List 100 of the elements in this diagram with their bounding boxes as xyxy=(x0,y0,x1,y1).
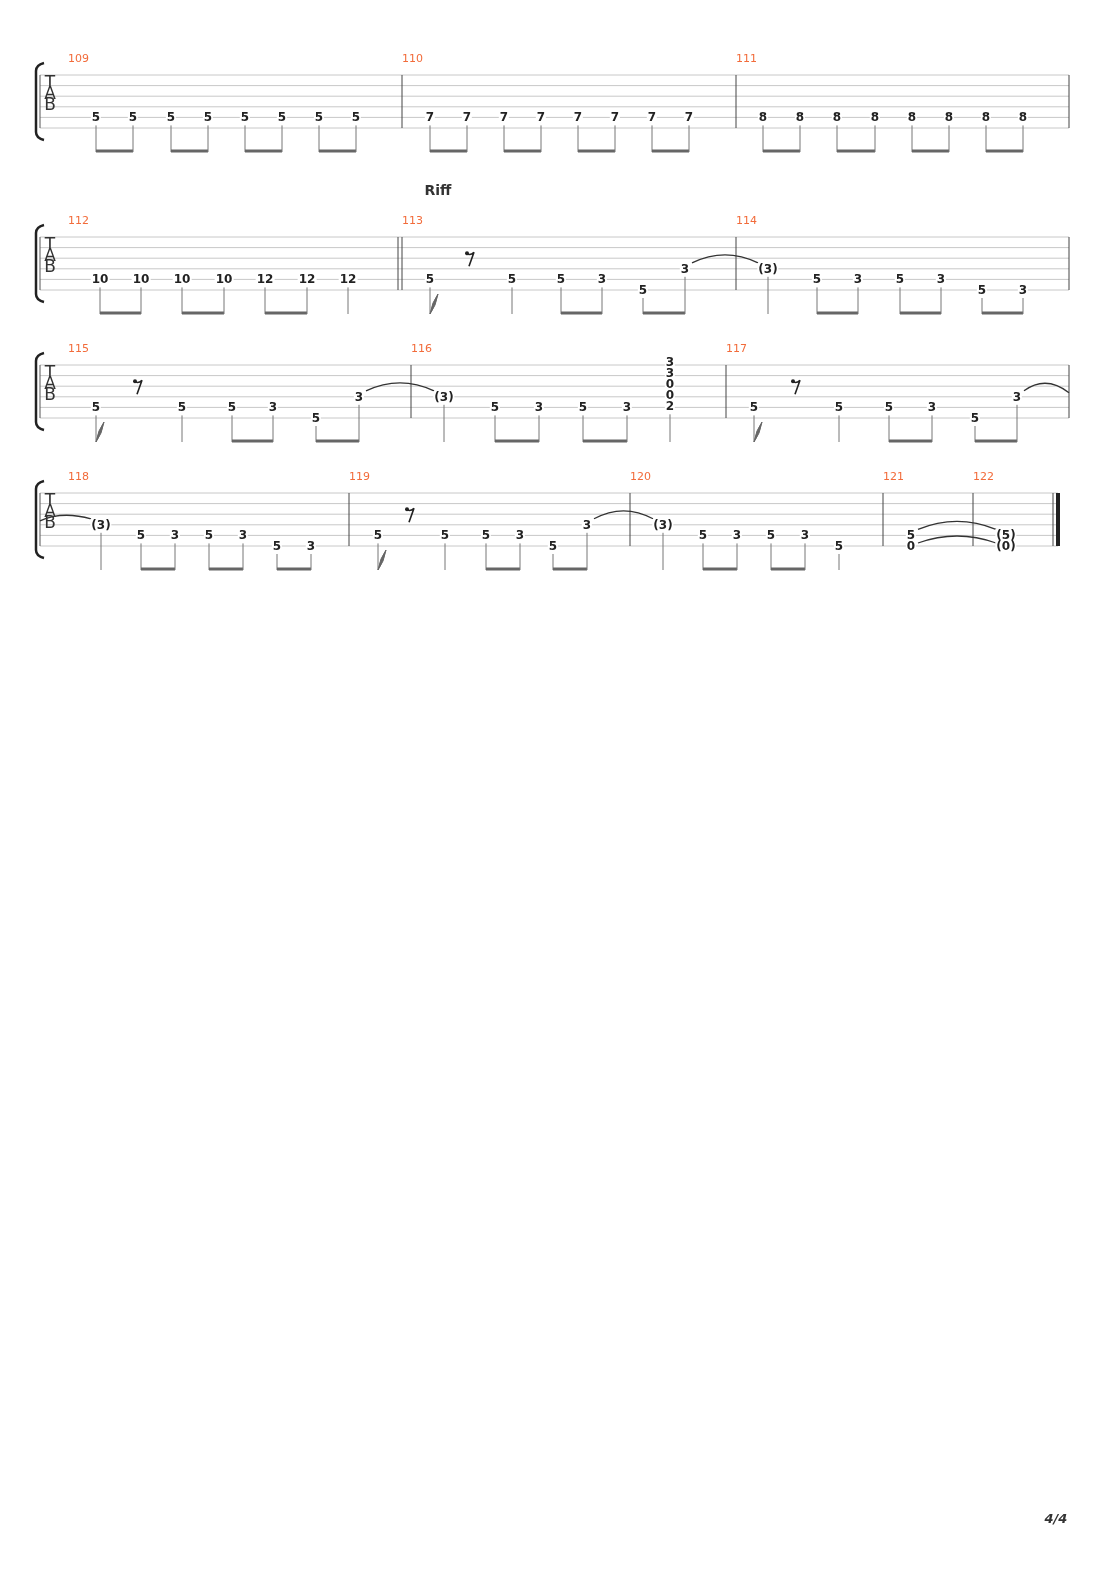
fret-number: 3 xyxy=(237,529,249,542)
fret-number: 7 xyxy=(609,111,621,124)
fret-number: 8 xyxy=(831,111,843,124)
measure-number: 122 xyxy=(973,471,994,482)
fret-number: 8 xyxy=(757,111,769,124)
fret-number: 5 xyxy=(239,111,251,124)
measure-number: 119 xyxy=(349,471,370,482)
fret-number: 3 xyxy=(664,355,676,368)
fret-number: 5 xyxy=(976,284,988,296)
fret-number: 10 xyxy=(131,273,151,286)
fret-number: 5 xyxy=(372,529,384,542)
fret-number: (3) xyxy=(757,262,779,275)
fret-number: 7 xyxy=(461,111,473,124)
fret-number: (3) xyxy=(433,390,455,403)
fret-number: 5 xyxy=(165,111,177,124)
fret-number: 5 xyxy=(577,401,589,414)
fret-number: 5 xyxy=(480,529,492,542)
fret-number: 0 xyxy=(905,540,917,552)
tab-clef: TAB xyxy=(44,239,56,272)
fret-number: 7 xyxy=(424,111,436,124)
fret-number: 7 xyxy=(498,111,510,124)
fret-number: 3 xyxy=(852,273,864,286)
fret-number: 8 xyxy=(980,111,992,124)
fret-number: 10 xyxy=(214,273,234,286)
fret-number: 3 xyxy=(621,401,633,414)
fret-number: 5 xyxy=(90,111,102,124)
fret-number: 5 xyxy=(202,111,214,124)
fret-number: 7 xyxy=(683,111,695,124)
fret-number: 7 xyxy=(572,111,584,124)
fret-number: 5 xyxy=(833,540,845,552)
fret-number: 5 xyxy=(350,111,362,124)
measure-number: 115 xyxy=(68,343,89,354)
fret-number: 8 xyxy=(869,111,881,124)
tab-clef: TAB xyxy=(44,495,56,528)
fret-number: 3 xyxy=(267,401,279,414)
fret-number: 5 xyxy=(555,273,567,286)
section-label: Riff xyxy=(424,183,452,197)
fret-number: 3 xyxy=(1011,390,1023,403)
fret-number: 5 xyxy=(489,401,501,414)
fret-number: 5 xyxy=(547,540,559,552)
measure-number: 121 xyxy=(883,471,904,482)
fret-number: 5 xyxy=(506,273,518,286)
fret-number: (3) xyxy=(90,518,112,531)
fret-number: 3 xyxy=(799,529,811,542)
measure-number: 117 xyxy=(726,343,747,354)
measure-number: 112 xyxy=(68,215,89,226)
fret-number: 5 xyxy=(697,529,709,542)
fret-number: 8 xyxy=(1017,111,1029,124)
fret-number: 5 xyxy=(276,111,288,124)
measure-number: 116 xyxy=(411,343,432,354)
fret-number: 3 xyxy=(664,366,676,379)
measure-number: 120 xyxy=(630,471,651,482)
fret-number: (3) xyxy=(652,518,674,531)
fret-number: 5 xyxy=(833,401,845,414)
fret-number: 5 xyxy=(439,529,451,542)
fret-number: 5 xyxy=(135,529,147,542)
fret-number: 3 xyxy=(514,529,526,542)
measure-number: 110 xyxy=(402,53,423,64)
fret-number: 5 xyxy=(176,401,188,414)
fret-number: 5 xyxy=(310,412,322,424)
fret-number: 3 xyxy=(596,273,608,286)
fret-number: 3 xyxy=(169,529,181,542)
fret-number: 12 xyxy=(297,273,317,286)
fret-number: 12 xyxy=(338,273,358,286)
measure-number: 118 xyxy=(68,471,89,482)
fret-number: 5 xyxy=(424,273,436,286)
fret-number: (0) xyxy=(995,540,1017,552)
fret-number: 5 xyxy=(637,284,649,296)
fret-number: 10 xyxy=(90,273,110,286)
fret-number: 5 xyxy=(203,529,215,542)
fret-number: 12 xyxy=(255,273,275,286)
fret-number: 7 xyxy=(646,111,658,124)
fret-number: 5 xyxy=(313,111,325,124)
fret-number: 3 xyxy=(935,273,947,286)
fret-number: 3 xyxy=(581,518,593,531)
fret-number: 3 xyxy=(533,401,545,414)
fret-number: 3 xyxy=(305,540,317,552)
fret-number: 5 xyxy=(90,401,102,414)
fret-number: 5 xyxy=(883,401,895,414)
fret-number: 2 xyxy=(664,400,676,413)
tab-clef: TAB xyxy=(44,367,56,400)
fret-number: 3 xyxy=(731,529,743,542)
fret-number: 8 xyxy=(794,111,806,124)
fret-number: 5 xyxy=(226,401,238,414)
fret-number: 5 xyxy=(811,273,823,286)
fret-number: 8 xyxy=(906,111,918,124)
fret-number: 3 xyxy=(926,401,938,414)
fret-number: 5 xyxy=(271,540,283,552)
fret-number: 5 xyxy=(748,401,760,414)
measure-number: 114 xyxy=(736,215,757,226)
fret-number: 10 xyxy=(172,273,192,286)
tab-clef: TAB xyxy=(44,77,56,110)
fret-number: 3 xyxy=(679,262,691,275)
measure-number: 109 xyxy=(68,53,89,64)
page-number: 4/4 xyxy=(1044,1511,1068,1525)
fret-number: 7 xyxy=(535,111,547,124)
fret-number: 5 xyxy=(894,273,906,286)
fret-number: 3 xyxy=(353,390,365,403)
measure-number: 111 xyxy=(736,53,757,64)
fret-number: 3 xyxy=(1017,284,1029,296)
